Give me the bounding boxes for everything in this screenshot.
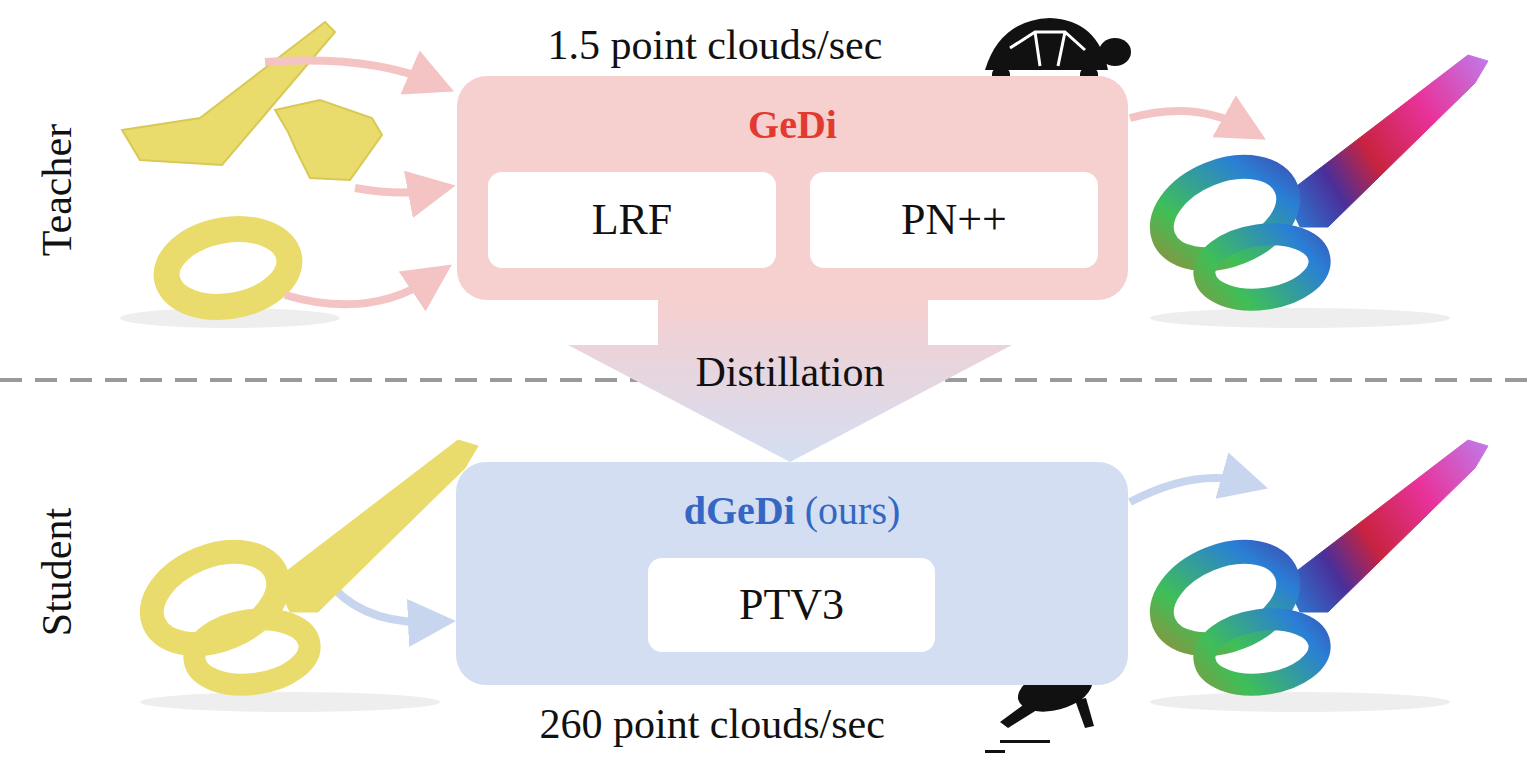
speed-label: 1.5 point clouds/sec xyxy=(548,21,883,69)
node-title: PN++ xyxy=(901,195,1007,245)
module-box: PN++ xyxy=(810,172,1098,268)
text-holder: PTV3 xyxy=(648,558,935,652)
node-title: GeDi xyxy=(748,102,837,148)
speed-label: 260 point clouds/sec xyxy=(540,700,885,748)
node-subtitle: (ours) xyxy=(805,488,901,534)
shadow xyxy=(1150,308,1450,328)
text-holder: dGeDi(ours) xyxy=(456,488,1128,534)
module-box: LRF xyxy=(488,172,776,268)
teacher-output-cloud xyxy=(1148,55,1488,307)
node-title: Distillation xyxy=(696,348,885,396)
module-box: PTV3 xyxy=(648,558,935,652)
text-holder: LRF xyxy=(488,172,776,268)
shadow xyxy=(140,692,440,712)
point-cloud-fragments xyxy=(122,22,382,316)
shadow xyxy=(1150,692,1450,712)
node-title: LRF xyxy=(592,195,673,245)
row-label: Teacher xyxy=(33,124,81,256)
model-box: dGeDi(ours) PTV3 xyxy=(456,462,1128,685)
input-point-cloud xyxy=(138,440,478,692)
node-title: dGeDi xyxy=(684,488,795,534)
text-holder: PN++ xyxy=(810,172,1098,268)
student-output-cloud xyxy=(1148,440,1488,692)
row-label: Student xyxy=(33,508,81,636)
distillation-arrow: Distillation xyxy=(568,300,1012,462)
text-holder: Distillation xyxy=(568,348,1012,396)
model-box: GeDiLRF PN++ xyxy=(457,76,1128,300)
node-title: PTV3 xyxy=(739,580,844,630)
text-holder: GeDi xyxy=(457,102,1128,148)
distillation-arrow-fill xyxy=(568,300,1012,462)
input-arrows xyxy=(265,61,1245,305)
